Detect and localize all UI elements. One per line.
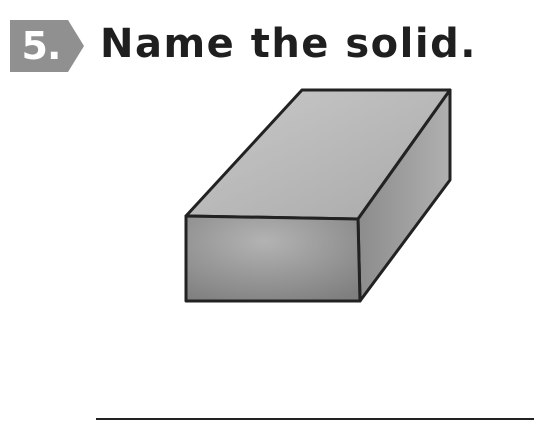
answer-line[interactable] [96,418,534,420]
question-prompt: Name the solid. [100,18,477,70]
question-number: 5. [16,22,66,70]
rectangular-prism-icon [170,80,470,315]
prism-front-face [186,216,360,301]
question-number-badge: 5. [8,18,86,74]
